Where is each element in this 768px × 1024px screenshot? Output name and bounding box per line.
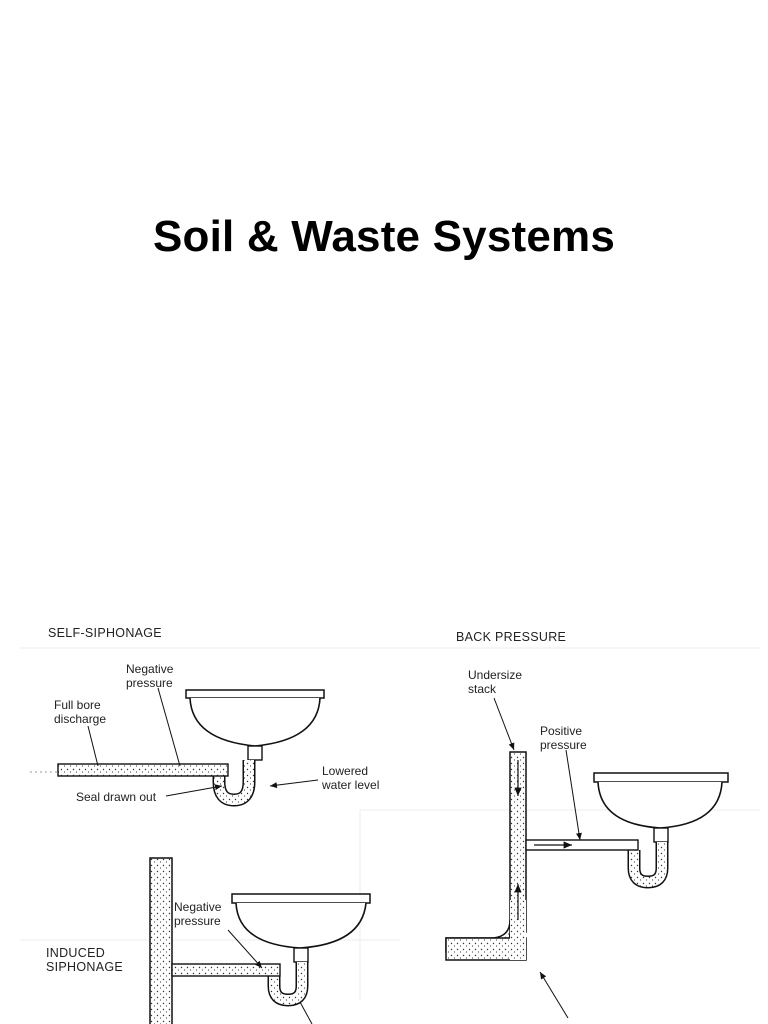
induced-siphonage-negative-pressure-label: Negative pressure xyxy=(174,900,222,928)
back-pressure-heading: BACK PRESSURE xyxy=(456,630,567,644)
self-siphonage-heading: SELF-SIPHONAGE xyxy=(48,626,162,640)
back-pressure-drawing xyxy=(445,697,729,1019)
induced-siphonage-heading: INDUCED SIPHONAGE xyxy=(46,946,124,974)
self-siphonage-drawing xyxy=(30,687,325,807)
full-bore-discharge-label: Full bore discharge xyxy=(54,698,107,726)
induced-siphonage-drawing xyxy=(149,857,371,1024)
lowered-water-level-label: Lowered water level xyxy=(322,764,380,792)
seal-drawn-out-label: Seal drawn out xyxy=(76,790,157,804)
plumbing-diagram: SELF-SIPHONAGE Negative pressure Full bo… xyxy=(0,600,768,1024)
diagram-drawing xyxy=(20,647,760,1024)
undersize-stack-label: Undersize stack xyxy=(468,668,523,696)
slide-title: Soil & Waste Systems xyxy=(152,212,616,261)
self-siphonage-negative-pressure-label: Negative pressure xyxy=(126,662,174,690)
positive-pressure-label: Positive pressure xyxy=(540,724,587,752)
